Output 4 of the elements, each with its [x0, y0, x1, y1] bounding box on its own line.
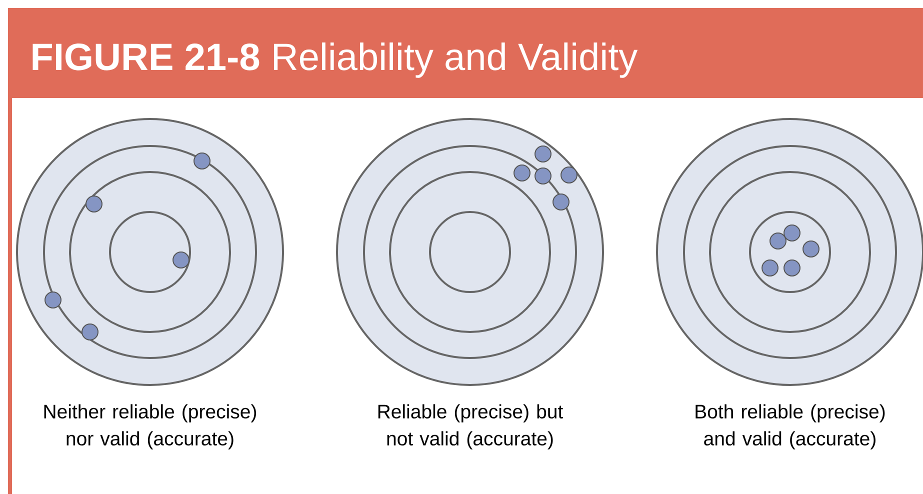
target-caption: Reliable (precise) but not valid (accurate) [378, 404, 563, 450]
header-band: FIGURE 21-8 Reliability and Validity [8, 8, 923, 98]
target-caption: Both reliable (precise) and valid (accurate) [696, 404, 885, 450]
target-caption: Neither reliable (precise) nor valid (accurate) [44, 404, 256, 450]
